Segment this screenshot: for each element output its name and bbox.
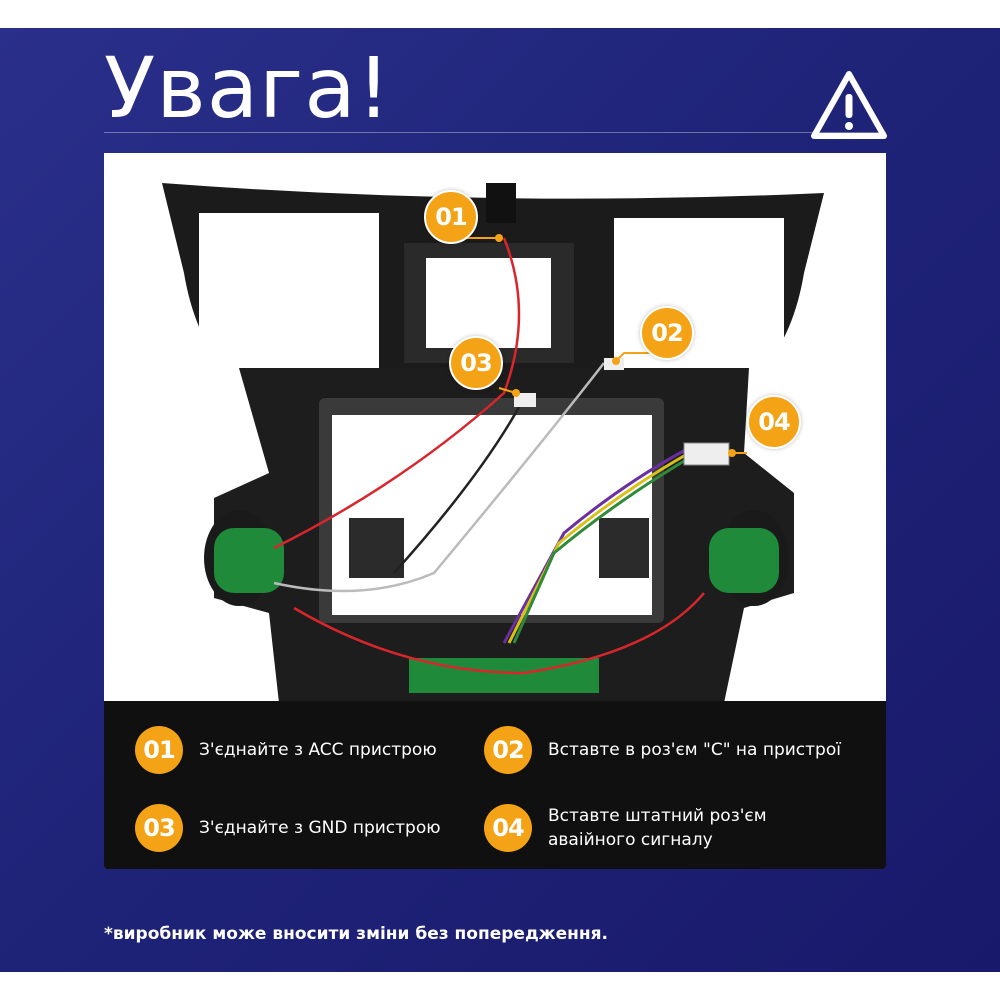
- disclaimer-footnote: *виробник може вносити зміни без поперед…: [104, 924, 608, 944]
- warning-triangle-icon: [811, 71, 887, 139]
- legend-item-03: 03 З'єднайте з GND пристрою: [135, 804, 441, 852]
- callout-02: 02: [640, 306, 694, 360]
- legend-text: Вставте в роз'єм "C" на пристрої: [548, 740, 841, 760]
- header-divider: [104, 132, 886, 133]
- legend-text: З'єднайте з ACC пристрою: [199, 740, 437, 760]
- legend-text: Вставте штатний роз'єм аваійного сигналу: [548, 806, 767, 850]
- legend-item-04: 04 Вставте штатний роз'єм аваійного сигн…: [484, 804, 767, 852]
- legend-item-02: 02 Вставте в роз'єм "C" на пристрої: [484, 726, 841, 774]
- legend-panel: 01 З'єднайте з ACC пристрою 02 Вставте в…: [104, 701, 886, 869]
- legend-badge: 03: [135, 804, 183, 852]
- legend-badge: 04: [484, 804, 532, 852]
- legend-text: З'єднайте з GND пристрою: [199, 818, 441, 838]
- callout-03: 03: [449, 336, 503, 390]
- device-frame-photo: 01 02 03 04: [104, 153, 886, 701]
- legend-badge: 01: [135, 726, 183, 774]
- callout-01: 01: [424, 190, 478, 244]
- page-title: Увага!: [104, 39, 392, 137]
- legend-badge: 02: [484, 726, 532, 774]
- callout-04: 04: [747, 395, 801, 449]
- legend-item-01: 01 З'єднайте з ACC пристрою: [135, 726, 437, 774]
